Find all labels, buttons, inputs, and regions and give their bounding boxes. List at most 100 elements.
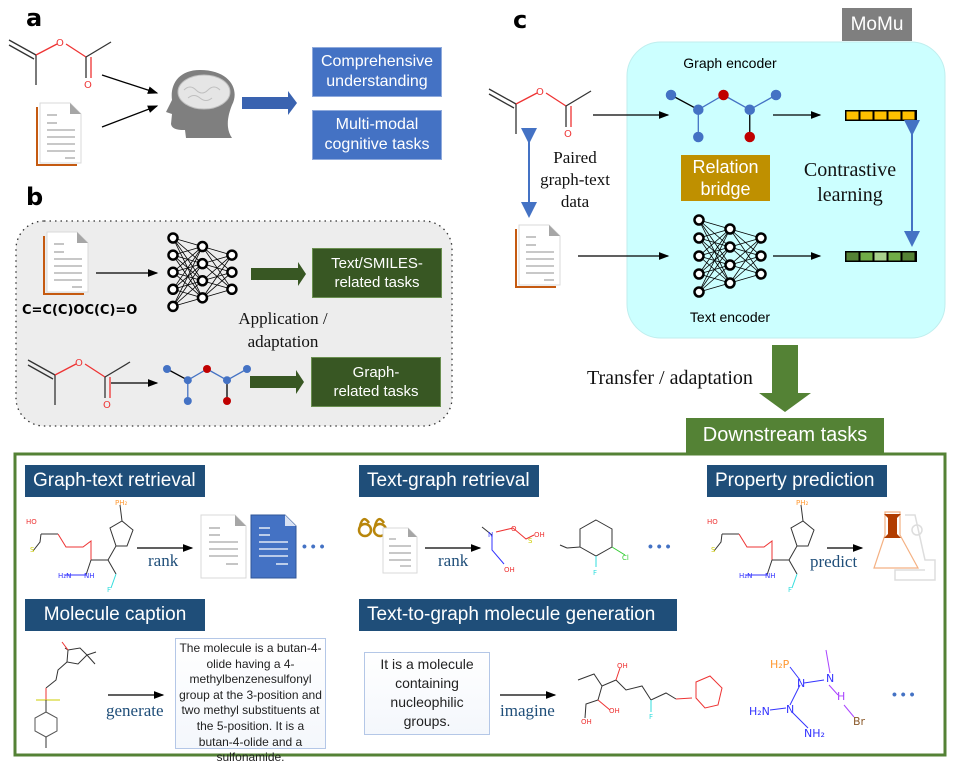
nn-node — [196, 275, 209, 287]
nn-node — [693, 268, 705, 280]
nn-node — [724, 241, 736, 253]
predict-label: predict — [810, 552, 858, 571]
graph-encoder-label: Graph encoder — [683, 55, 777, 71]
atom-label: S — [711, 546, 716, 554]
atom-label: N — [488, 531, 493, 539]
comprehensive-understanding-box: Comprehensive understanding — [312, 47, 442, 97]
molecule-structure-icon — [8, 37, 112, 92]
nn-edge — [729, 237, 762, 284]
graph-tasks-box: Graph-related tasks — [311, 357, 441, 407]
transfer-adaptation-label: Transfer / adaptation — [587, 367, 753, 389]
vector-cell — [888, 252, 901, 261]
ellipsis: • • • — [892, 686, 915, 702]
nn-node — [724, 277, 736, 289]
rank-label: rank — [148, 551, 179, 570]
panel-label-c: c — [513, 6, 528, 34]
arrow — [242, 91, 297, 115]
nn-node — [724, 223, 736, 235]
generation-prompt: It is a molecule containing nucleophilic… — [364, 652, 490, 735]
molecule-structure-icon — [577, 667, 723, 719]
atom-label: OH — [534, 531, 545, 539]
atom-label: Br — [853, 715, 866, 728]
atom-label: H — [837, 690, 845, 703]
nn-edge — [698, 228, 731, 275]
multimodal-tasks-box: Multi-modal cognitive tasks — [312, 110, 442, 160]
text-embedding-vector — [845, 251, 917, 262]
graph-node — [183, 397, 192, 405]
atom-label: S — [528, 537, 533, 545]
atom-label: PH₂ — [796, 499, 808, 507]
nn-edge — [172, 263, 203, 307]
rank-label: rank — [438, 551, 469, 570]
graph-node — [183, 376, 192, 385]
generated-caption: The molecule is a butan-4-olide having a… — [175, 638, 326, 764]
ellipsis: • • • — [302, 538, 325, 554]
paired-data-label: Paired graph-text data — [540, 148, 610, 211]
nn-node — [724, 259, 736, 271]
vector-cell — [846, 111, 859, 120]
nn-node — [755, 268, 767, 280]
momu-label: MoMu — [842, 8, 912, 41]
arrow — [251, 262, 306, 286]
molecule-structure-icon — [34, 641, 97, 748]
graph-node — [223, 376, 231, 385]
atom-label: OH — [609, 707, 620, 715]
generate-label: generate — [106, 701, 164, 720]
atom-label: Cl — [622, 554, 629, 562]
atom-label: NH — [84, 572, 95, 580]
imagine-label: imagine — [500, 701, 555, 720]
nn-node — [196, 257, 209, 270]
atom-label: H₂N — [749, 705, 770, 718]
atom-label: OH — [581, 718, 592, 726]
atom-label: N — [786, 703, 794, 716]
graph-node — [693, 131, 704, 143]
neural-network-icon — [693, 214, 767, 298]
graph-node — [744, 104, 755, 115]
selected-document-icon — [250, 514, 297, 579]
graph-node — [718, 89, 729, 101]
graph-embedding-vector — [845, 110, 917, 121]
nn-edge — [172, 280, 203, 307]
atom-label: F — [593, 569, 597, 577]
text-to-graph-title: Text-to-graph molecule generation — [359, 599, 677, 631]
contrastive-learning-label: Contrastive learning — [803, 159, 897, 206]
molecule-structure-icon — [769, 649, 855, 729]
atom-label: H₂N — [739, 572, 752, 580]
smiles-string: C=C(C)OC(C)=O — [22, 303, 138, 318]
arrow — [101, 74, 159, 94]
nn-node — [167, 300, 179, 313]
nn-node — [693, 214, 705, 226]
application-adaptation-label: Application / adaptation — [238, 309, 328, 351]
document-icon — [36, 102, 82, 166]
atom-label: HO — [707, 518, 718, 526]
human-brain-icon — [166, 70, 235, 138]
atom-label: NH — [765, 572, 776, 580]
nn-edge — [698, 228, 731, 257]
nn-node — [196, 240, 209, 253]
nn-node — [226, 266, 238, 278]
nn-edge — [172, 246, 203, 307]
nn-node — [693, 286, 705, 298]
nn-node — [167, 249, 179, 261]
atom-label: F — [107, 586, 111, 594]
vector-cell — [860, 111, 873, 120]
vector-cell — [902, 252, 915, 261]
nn-node — [167, 232, 179, 244]
nn-edge — [202, 254, 233, 282]
neural-network-icon — [167, 232, 238, 313]
arrow — [250, 370, 304, 394]
panel-label-b: b — [26, 183, 44, 211]
glasses-icon — [357, 517, 388, 538]
vector-cell — [860, 252, 873, 261]
molecule-structure-icon — [713, 504, 815, 589]
graph-text-retrieval-title: Graph-text retrieval — [25, 465, 205, 497]
graph-node — [744, 131, 755, 143]
atom-label: OH — [617, 662, 628, 670]
downstream-tasks-header: Downstream tasks — [686, 418, 884, 453]
vector-cell — [902, 111, 915, 120]
nn-node — [693, 232, 705, 244]
nn-node — [226, 249, 238, 261]
molecule-structure-icon — [559, 519, 626, 567]
graph-node — [243, 365, 251, 373]
